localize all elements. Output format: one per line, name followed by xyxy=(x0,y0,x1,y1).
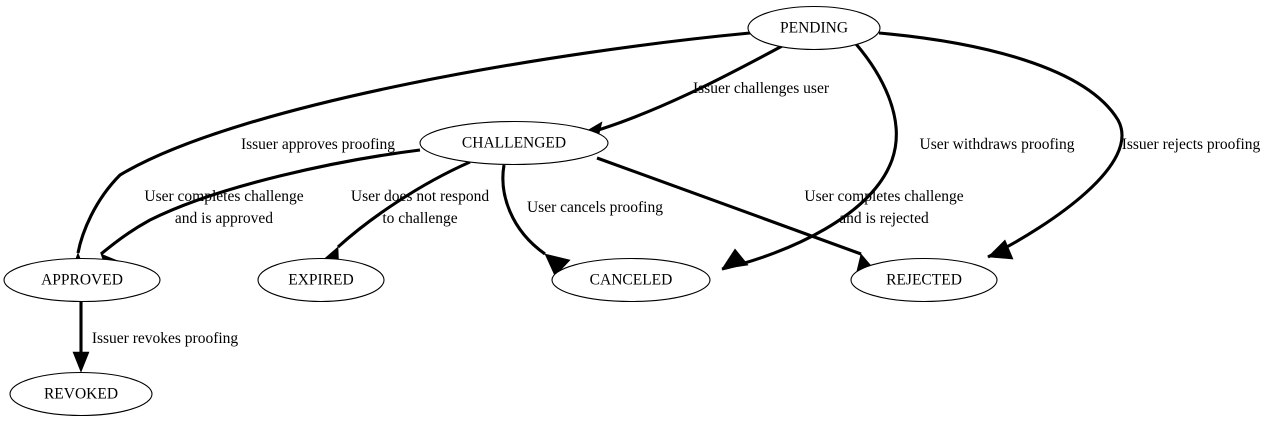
node-shape-rejected[interactable] xyxy=(850,257,998,303)
edge-label-challenged-rejected: User completes challenge and is rejected xyxy=(804,188,963,227)
edge-label-text: to challenge xyxy=(382,210,457,227)
node-label-rejected: REJECTED xyxy=(886,272,962,289)
edge-pending-canceled xyxy=(721,42,898,271)
edge-label-text: and is rejected xyxy=(839,210,929,227)
edge-pending-rejected xyxy=(878,31,1124,260)
state-node-canceled[interactable]: CANCELED xyxy=(551,257,711,303)
edge-label-pending-challenged: Issuer challenges user xyxy=(693,80,830,97)
state-node-revoked[interactable]: REVOKED xyxy=(9,371,153,417)
edge-label-text: User completes challenge xyxy=(144,188,303,205)
node-shape-pending[interactable] xyxy=(747,5,881,51)
arrowhead-icon-approved-revoked xyxy=(72,351,90,373)
edge-line-pending-approved xyxy=(76,31,751,254)
edge-label-pending-rejected: Issuer rejects proofing xyxy=(1122,136,1261,153)
node-label-expired: EXPIRED xyxy=(288,272,353,289)
edge-label-text: User cancels proofing xyxy=(527,199,663,216)
edges-layer xyxy=(67,31,1124,373)
edge-label-text: User does not respond xyxy=(351,188,489,205)
edge-label-text: Issuer approves proofing xyxy=(241,136,395,153)
node-shape-revoked[interactable] xyxy=(9,371,153,417)
node-label-revoked: REVOKED xyxy=(44,386,118,403)
edge-line-challenged-canceled xyxy=(501,164,546,256)
node-shape-approved[interactable] xyxy=(3,257,161,303)
arrowhead-icon-pending-rejected xyxy=(987,239,1014,260)
edge-label-pending-canceled: User withdraws proofing xyxy=(920,136,1075,153)
state-node-expired[interactable]: EXPIRED xyxy=(257,257,385,303)
edge-label-pending-approved: Issuer approves proofing xyxy=(241,136,395,153)
edge-line-pending-canceled xyxy=(721,42,898,271)
edge-line-challenged-rejected xyxy=(596,156,862,256)
node-label-challenged: CHALLENGED xyxy=(462,135,566,152)
node-shape-expired[interactable] xyxy=(257,257,385,303)
edge-line-pending-rejected xyxy=(878,31,1124,259)
edge-label-challenged-canceled: User cancels proofing xyxy=(527,199,663,216)
state-node-challenged[interactable]: CHALLENGED xyxy=(419,120,609,166)
edge-pending-approved xyxy=(67,31,751,280)
edge-line-pending-challenged xyxy=(577,43,785,138)
edge-label-challenged-approved: User completes challenge and is approved xyxy=(144,188,303,227)
edge-label-approved-revoked: Issuer revokes proofing xyxy=(92,330,239,347)
edge-challenged-canceled xyxy=(501,164,571,277)
nodes-layer: PENDING CHALLENGED APPROVED EXPIRED CANCELED… xyxy=(3,5,998,417)
node-shape-canceled[interactable] xyxy=(551,257,711,303)
state-node-approved[interactable]: APPROVED xyxy=(3,257,161,303)
node-label-pending: PENDING xyxy=(780,20,848,37)
edge-label-challenged-expired: User does not respond to challenge xyxy=(351,188,489,227)
edge-line-challenged-approved xyxy=(100,148,421,256)
edge-label-text: User withdraws proofing xyxy=(920,136,1075,153)
state-node-pending[interactable]: PENDING xyxy=(747,5,881,51)
node-label-approved: APPROVED xyxy=(41,272,123,289)
node-shape-challenged[interactable] xyxy=(419,120,609,166)
arrowhead-icon-pending-canceled xyxy=(721,248,749,270)
edge-line-challenged-expired xyxy=(336,160,471,249)
edge-approved-revoked xyxy=(72,302,90,373)
node-label-canceled: CANCELED xyxy=(590,272,673,289)
edge-label-text: Issuer challenges user xyxy=(693,80,830,97)
edge-label-text: Issuer rejects proofing xyxy=(1122,136,1261,153)
edge-label-text: and is approved xyxy=(175,210,273,227)
edge-label-text: Issuer revokes proofing xyxy=(92,330,239,347)
state-node-rejected[interactable]: REJECTED xyxy=(850,257,998,303)
edge-label-text: User completes challenge xyxy=(804,188,963,205)
arrowhead-icon-challenged-canceled xyxy=(544,253,571,277)
